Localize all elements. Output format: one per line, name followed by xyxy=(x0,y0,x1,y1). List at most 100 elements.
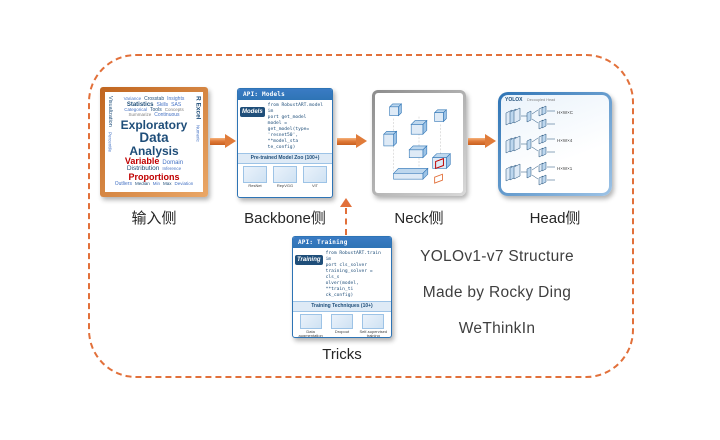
code-line: ck_config) xyxy=(325,292,354,298)
caption-author: Made by Rocky Ding xyxy=(422,284,572,301)
neck-panel xyxy=(372,90,466,196)
word: Analysis xyxy=(129,143,179,158)
model-thumbnail xyxy=(273,165,297,183)
code-line: from RobustART.train im xyxy=(325,251,381,262)
model-item-label: ViT xyxy=(312,182,318,188)
model-thumbnail xyxy=(303,165,327,183)
neck-panel-inner xyxy=(375,93,463,193)
word: Tools xyxy=(150,107,162,114)
head-row-label: H×W×C xyxy=(557,110,574,115)
models-code: from RobustART.model im port get_model m… xyxy=(268,103,330,151)
models-code-area: Models from RobustART.model im port get_… xyxy=(238,100,332,153)
model-thumbnail xyxy=(243,165,267,183)
head-panel-inner: YOLOX Decoupled Head H×W×C xyxy=(501,95,609,193)
wordcloud: Visualization Percentile R Excel Numeric… xyxy=(105,92,203,192)
head-subtitle: Decoupled Head xyxy=(527,98,556,102)
head-row-label: H×W×4 xyxy=(557,138,573,143)
caption-title: YOLOv1-v7 Structure xyxy=(420,248,574,265)
model-item-label: ResNet xyxy=(248,182,262,188)
training-thumbnail xyxy=(330,313,353,329)
word: SAS xyxy=(171,102,182,109)
training-item: Dropout xyxy=(328,313,356,335)
word: Median xyxy=(134,180,150,186)
training-tag: Training xyxy=(295,255,323,265)
word: Statistics xyxy=(126,102,154,109)
model-item: RepVGG xyxy=(272,165,299,189)
word: R Excel xyxy=(194,96,202,120)
model-item: ViT xyxy=(302,165,329,189)
head-side-label: Head侧 xyxy=(529,210,581,227)
tricks-label: Tricks xyxy=(322,346,362,363)
training-thumbnail xyxy=(299,313,322,329)
head-title: YOLOX xyxy=(505,97,523,103)
code-line: model = get_model(type= xyxy=(267,120,310,132)
code-line: port get_model xyxy=(267,114,307,120)
training-item: Self-supervised training xyxy=(359,313,388,338)
word: Data xyxy=(139,129,169,145)
code-line: 'resnet50', **model_sta xyxy=(267,132,299,144)
neck-side-label: Neck侧 xyxy=(394,210,444,227)
arrow-shaft xyxy=(210,137,226,145)
word: Summarize xyxy=(128,112,152,118)
word: Inference xyxy=(162,165,182,171)
head-row-label: H×W×1 xyxy=(557,166,573,171)
input-wordcloud-panel: Visualization Percentile R Excel Numeric… xyxy=(100,87,208,197)
word: Crosstab xyxy=(144,96,165,103)
word: Outliers xyxy=(114,180,132,187)
model-zoo-title: Pre-trained Model Zoo (100+) xyxy=(238,152,332,164)
training-code-area: Training from RobustART.train im port cl… xyxy=(293,248,391,301)
wordcloud-right-column: R Excel Numeric xyxy=(193,96,203,190)
training-thumbnail xyxy=(362,313,385,329)
neck-fpn-diagram xyxy=(383,103,451,184)
tricks-dashed-arrow-head xyxy=(340,198,352,207)
word: Distribution xyxy=(126,164,160,172)
word: Concepts xyxy=(164,107,184,113)
word: Skills xyxy=(156,102,169,109)
tricks-dashed-arrow-line xyxy=(345,208,347,235)
flow-arrow xyxy=(468,134,496,148)
model-item: ResNet xyxy=(242,165,269,189)
head-panel: YOLOX Decoupled Head H×W×C xyxy=(498,92,612,196)
word: Variable xyxy=(124,155,160,166)
caption-brand: WeThinkIn xyxy=(458,320,536,337)
code-line: training_solver = cls_s xyxy=(325,268,373,280)
word: Numeric xyxy=(195,124,201,142)
word: Variance xyxy=(123,96,142,102)
code-line: port cls_solver xyxy=(325,262,368,268)
training-techniques-title: Training Techniques (10+) xyxy=(293,300,391,312)
training-items: Data augmentation Dropout Self-supervise… xyxy=(293,312,391,338)
word: Visualization xyxy=(107,96,113,127)
wordcloud-left-column: Visualization Percentile xyxy=(105,96,115,190)
tricks-training-panel: API: Training Training from RobustART.tr… xyxy=(292,236,392,338)
word: Max xyxy=(163,180,172,186)
training-item-label: Self-supervised training xyxy=(359,328,388,338)
word: Proportions xyxy=(128,171,180,182)
training-code: from RobustART.train im port cls_solver … xyxy=(326,251,389,299)
arrow-head xyxy=(356,134,367,148)
word: Categorical xyxy=(124,107,148,113)
flow-arrow xyxy=(337,134,367,148)
backbone-side-label: Backbone侧 xyxy=(244,210,326,227)
arrow-shaft xyxy=(468,137,486,145)
models-tag: Models xyxy=(240,107,265,117)
backbone-models-panel: API: Models Models from RobustART.model … xyxy=(237,88,333,198)
training-api-header: API: Training xyxy=(293,237,391,248)
arrow-head xyxy=(485,134,496,148)
head-decoupled-diagram: H×W×C H×W×4 xyxy=(505,105,574,186)
model-item-label: RepVGG xyxy=(276,182,294,188)
training-item: Data augmentation xyxy=(297,313,325,338)
code-line: te_config) xyxy=(267,144,296,150)
code-line: olver(model, **train_ti xyxy=(325,280,359,292)
training-item-label: Data augmentation xyxy=(298,328,323,338)
flow-arrow xyxy=(210,134,236,148)
dashed-border xyxy=(88,54,634,378)
training-item-label: Dropout xyxy=(334,328,350,334)
word: Domain xyxy=(162,159,184,166)
input-side-label: 输入侧 xyxy=(131,210,177,227)
arrow-shaft xyxy=(337,137,357,145)
arrow-head xyxy=(225,134,236,148)
word: Percentile xyxy=(107,131,113,152)
word: Min xyxy=(152,180,160,186)
word: Insights xyxy=(167,96,185,103)
